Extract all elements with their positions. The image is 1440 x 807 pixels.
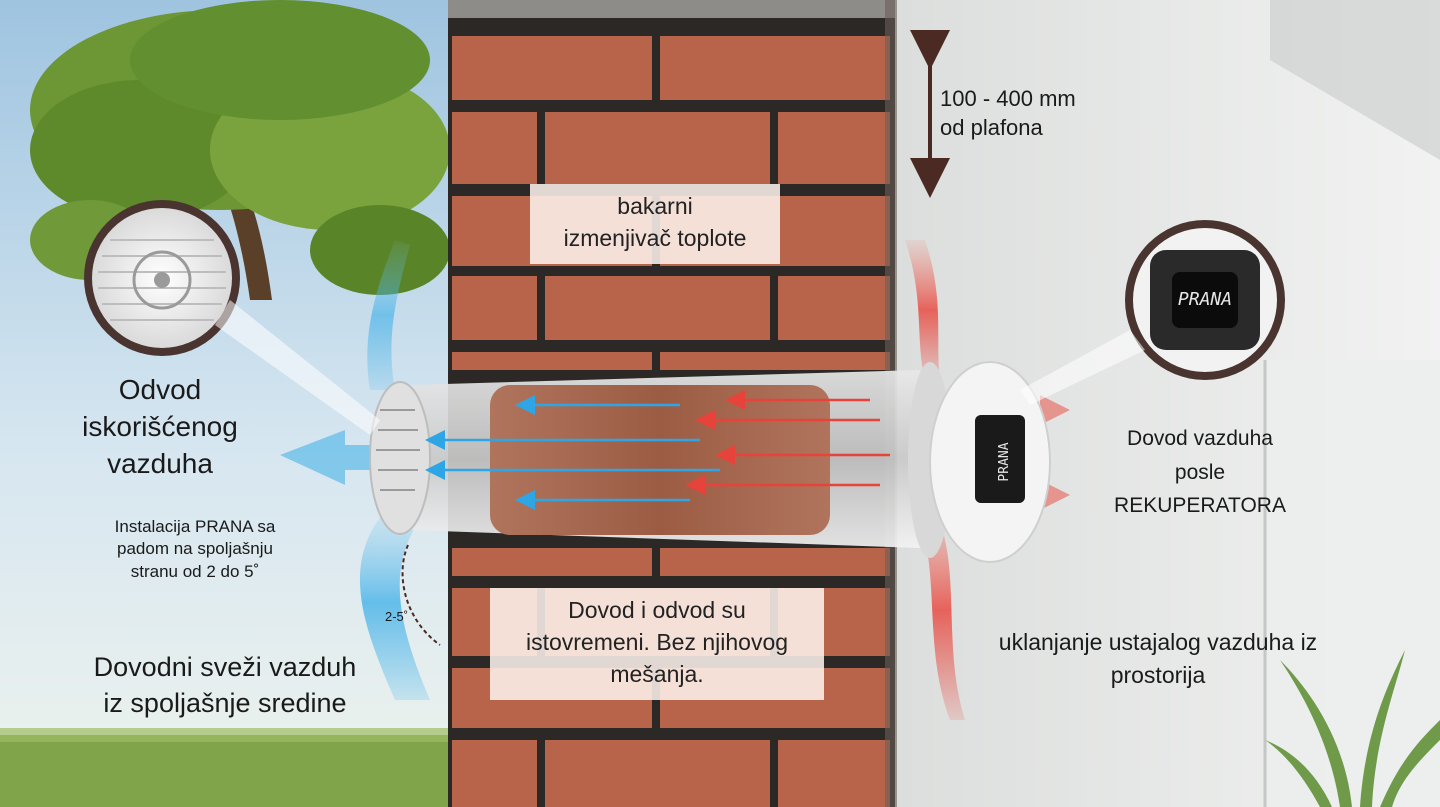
simultaneous-line-1: Dovod i odvod su	[568, 597, 746, 623]
fresh-air-line-1: Dovodni sveži vazduh	[93, 652, 357, 682]
exhaust-air-arrow	[280, 430, 380, 485]
installation-note-line-3: stranu od 2 do 5˚	[130, 561, 260, 581]
fresh-air-line-2: iz spoljašnje sredine	[103, 687, 347, 718]
plant	[1265, 650, 1440, 807]
exchanger-flow-arrows	[425, 390, 890, 510]
supply-after-label: Dovod vazduha posle REKUPERATORA	[1080, 422, 1320, 523]
ceiling-distance-line-1: 100 - 400 mm	[940, 86, 1076, 111]
exhaust-air-label: Odvod iskorišćenog vazduha	[55, 372, 265, 483]
stale-removal-label: uklanjanje ustajalog vazduha iz prostori…	[948, 626, 1368, 693]
heat-exchanger-line-2: izmenjivač toplote	[563, 225, 747, 252]
supply-after-line-3: REKUPERATORA	[1114, 494, 1286, 518]
simultaneous-line-3: mešanja.	[610, 661, 704, 688]
stale-air-flow	[910, 500, 965, 720]
angle-label: 2-5˚	[385, 609, 409, 624]
simultaneous-flow-label: Dovod i odvod su istovremeni. Bez njihov…	[490, 588, 824, 700]
tree	[30, 0, 450, 300]
heat-exchanger-label: bakarni izmenjivač toplote	[530, 184, 780, 264]
panel-brand-text: PRANA	[997, 442, 1012, 481]
tilt-angle-arc	[401, 544, 441, 646]
control-panel-icon: PRANA	[1020, 220, 1285, 405]
indoor-panel: PRANA	[908, 361, 1051, 563]
fresh-air-label: Dovodni sveži vazduh iz spoljašnje sredi…	[60, 650, 390, 721]
fresh-air-intake-flow	[359, 505, 430, 700]
installation-note: Instalacija PRANA sa padom na spoljašnju…	[75, 516, 315, 583]
installation-note-line-2: padom na spoljašnju	[117, 539, 273, 559]
supply-after-line-2: posle	[1174, 460, 1226, 484]
copper-heat-exchanger	[490, 385, 830, 535]
ceiling-distance-label: 100 - 400 mm od plafona	[940, 84, 1076, 142]
grass	[0, 735, 460, 807]
supply-after-line-1: Dovod vazduha	[1127, 427, 1273, 450]
stale-removal-line-1: uklanjanje ustajalog vazduha iz	[998, 629, 1318, 655]
stale-removal-line-2: prostorija	[1110, 662, 1206, 689]
recuperator-tube	[369, 370, 920, 548]
exhaust-air-line-3: vazduha	[107, 447, 213, 479]
control-panel-brand-text: PRANA	[1178, 289, 1232, 310]
simultaneous-line-2: istovremeni. Bez njihovog	[525, 629, 789, 656]
exhaust-air-line-1: Odvod	[118, 374, 202, 405]
exhaust-air-line-2: iskorišćenog	[82, 410, 238, 442]
installation-note-line-1: Instalacija PRANA sa	[114, 517, 276, 536]
ceiling-distance-line-2: od plafona	[940, 115, 1043, 141]
round-vent-grille-icon	[84, 200, 380, 435]
heat-exchanger-line-1: bakarni	[617, 193, 693, 219]
